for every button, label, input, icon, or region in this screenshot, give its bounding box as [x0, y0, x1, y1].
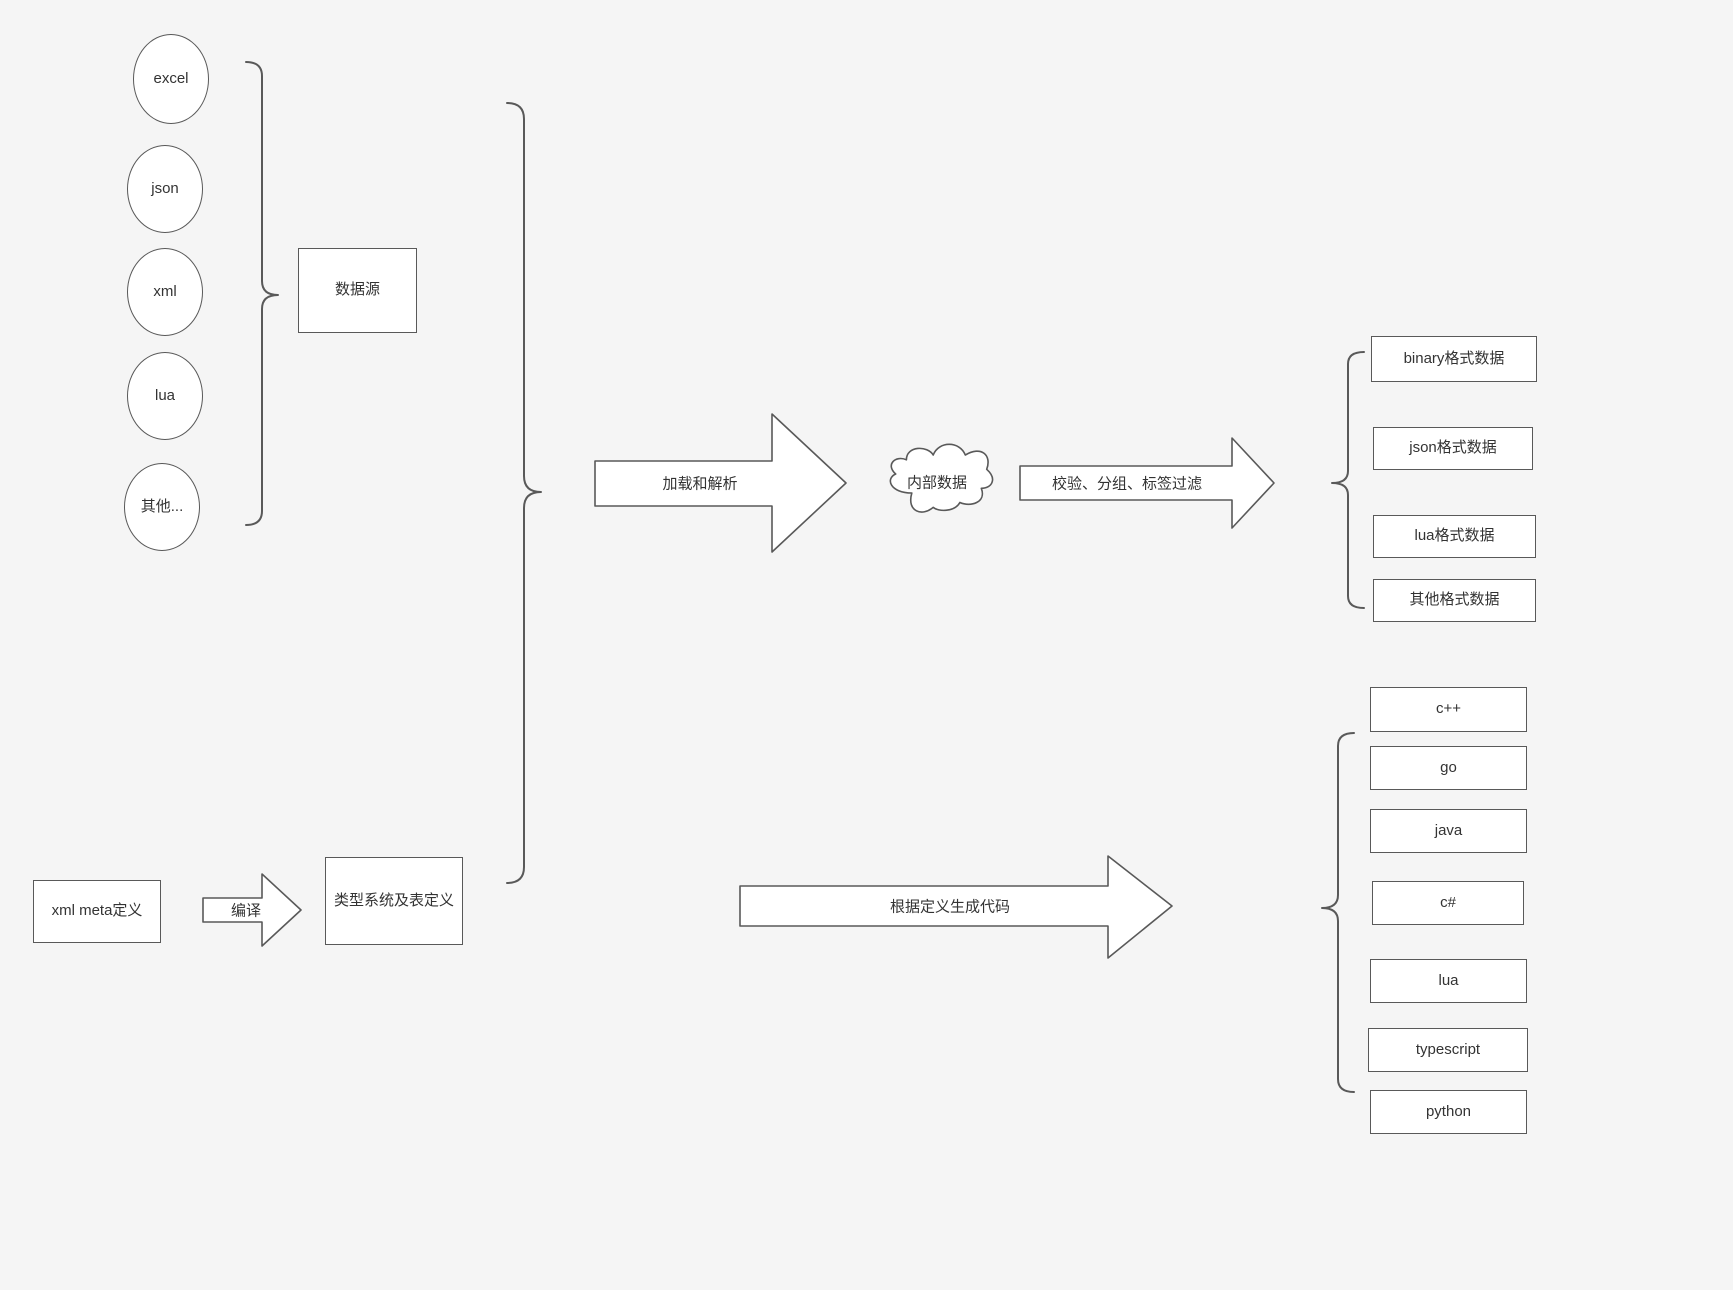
format-box-binary: binary格式数据 — [1371, 336, 1537, 382]
languages-brace — [1321, 732, 1355, 1093]
xml-meta-box: xml meta定义 — [33, 880, 161, 943]
source-node-lua: lua — [127, 352, 203, 440]
source-node-excel: excel — [133, 34, 209, 124]
generate-code-arrow-label: 根据定义生成代码 — [889, 898, 1011, 916]
language-box-typescript: typescript — [1368, 1028, 1528, 1072]
type-system-box: 类型系统及表定义 — [325, 857, 463, 945]
filter-arrow — [1019, 437, 1275, 529]
formats-brace — [1331, 351, 1365, 609]
data-source-group-box: 数据源 — [298, 248, 417, 333]
sources-brace — [245, 61, 279, 526]
language-box-lua: lua — [1370, 959, 1527, 1003]
load-parse-arrow-label: 加载和解析 — [662, 475, 738, 493]
source-node-others: 其他... — [124, 463, 200, 551]
generate-code-arrow — [739, 855, 1173, 959]
internal-data-label: 内部数据 — [906, 474, 968, 492]
internal-data-cloud — [889, 443, 994, 513]
format-box-json: json格式数据 — [1373, 427, 1533, 470]
format-box-lua: lua格式数据 — [1373, 515, 1536, 558]
source-node-json: json — [127, 145, 203, 233]
language-box-go: go — [1370, 746, 1527, 790]
language-box-python: python — [1370, 1090, 1527, 1134]
compile-arrow — [202, 873, 302, 947]
language-box-csharp: c# — [1372, 881, 1524, 925]
source-node-xml: xml — [127, 248, 203, 336]
inputs-brace — [506, 102, 542, 884]
language-box-java: java — [1370, 809, 1527, 853]
load-parse-arrow — [594, 413, 847, 553]
format-box-others: 其他格式数据 — [1373, 579, 1536, 622]
compile-arrow-label: 编译 — [230, 902, 262, 920]
filter-arrow-label: 校验、分组、标签过滤 — [1051, 475, 1203, 493]
language-box-cpp: c++ — [1370, 687, 1527, 732]
